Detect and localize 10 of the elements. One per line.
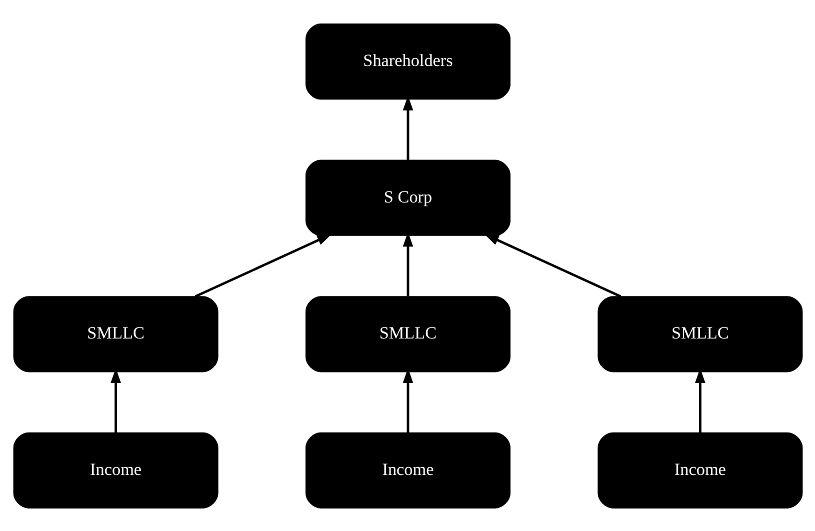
node-box: SMLLC bbox=[304, 296, 510, 372]
arrow bbox=[484, 233, 621, 298]
node-box: Income bbox=[304, 432, 510, 508]
node-box: Income bbox=[597, 432, 802, 508]
arrow bbox=[194, 233, 332, 298]
node-box: SMLLC bbox=[12, 296, 218, 372]
node-box: S Corp bbox=[304, 159, 510, 236]
node-box: Shareholders bbox=[304, 23, 510, 100]
node-box: SMLLC bbox=[597, 296, 802, 372]
node-box: Income bbox=[12, 432, 218, 508]
